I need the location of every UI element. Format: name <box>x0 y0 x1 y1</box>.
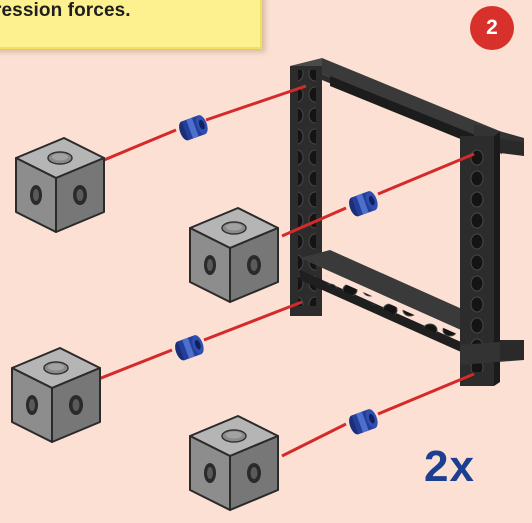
quantity-multiplier: 2x <box>424 442 475 491</box>
cube-icon <box>11 347 101 443</box>
axle-connector-icon <box>176 113 210 142</box>
step-number-badge: 2 <box>470 6 514 50</box>
instruction-note: ression forces. <box>0 0 262 49</box>
axle-connector-icon <box>346 407 380 436</box>
cube-icon <box>189 415 279 511</box>
cube-icon <box>15 137 105 233</box>
axle-connector-icon <box>172 333 206 362</box>
axle-connector-icon <box>346 189 380 218</box>
guide-lines <box>85 84 475 458</box>
cube-icon <box>189 207 279 303</box>
square-frame-icon <box>290 58 524 386</box>
instruction-text: ression forces. <box>0 0 131 21</box>
